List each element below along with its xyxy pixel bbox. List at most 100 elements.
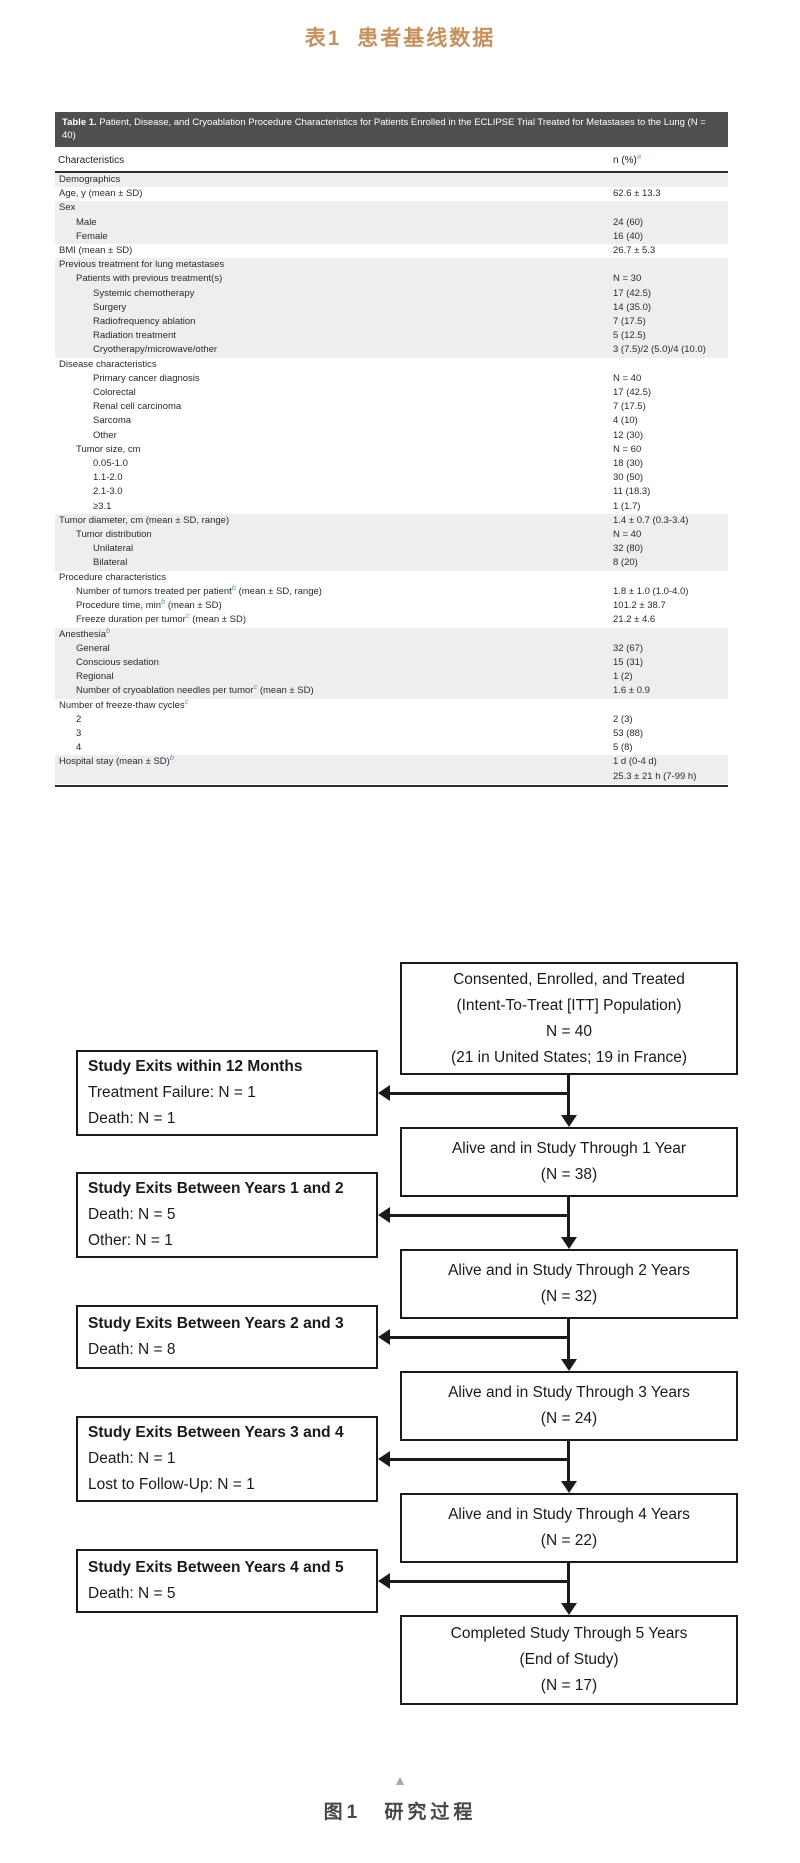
figure-caption-zh: 图1 研究过程	[323, 1802, 477, 1823]
table-row: Sex	[55, 201, 728, 216]
row-value: 3 (7.5)/2 (5.0)/4 (10.0)	[613, 344, 706, 356]
row-value: 1 (1.7)	[613, 500, 641, 512]
flow-box-line: (21 in United States; 19 in France)	[450, 1048, 688, 1066]
row-value: 8 (20)	[613, 557, 638, 569]
flow-box-line: Death: N = 8	[88, 1341, 176, 1358]
row-label: Freeze duration per tumorc (mean ± SD)	[76, 611, 247, 626]
row-label: ≥3.1	[93, 500, 112, 512]
flow-box-alive-2: Alive and in Study Through 2 Years(N = 3…	[400, 1249, 738, 1319]
row-value: 1.4 ± 0.7 (0.3-3.4)	[613, 514, 689, 526]
row-value: 1 d (0-4 d)	[613, 756, 657, 768]
row-value: 62.6 ± 13.3	[613, 188, 661, 200]
table-row: Other 12 (30)	[55, 429, 728, 443]
table-row: Hospital stay (mean ± SD)b 1 d (0-4 d)	[55, 753, 728, 770]
row-value: 5 (12.5)	[613, 330, 646, 342]
row-label: Sarcoma	[93, 415, 132, 427]
table-row: Number of freeze-thaw cyclesc	[55, 696, 728, 713]
flow-box-line: (N = 32)	[540, 1288, 598, 1305]
row-label: Number of freeze-thaw cyclesc	[59, 696, 189, 711]
flow-connector-line	[390, 1580, 569, 1583]
row-label: BMI (mean ± SD)	[59, 245, 133, 257]
table-row: 25.3 ± 21 h (7-99 h)	[55, 769, 728, 784]
collapse-triangle-icon[interactable]: ▲	[393, 1772, 407, 1788]
row-label: General	[76, 642, 110, 654]
table-row: Anesthesiab	[55, 625, 728, 642]
row-value: 17 (42.5)	[613, 387, 652, 399]
arrow-down-icon	[561, 1481, 577, 1493]
col-header-n-pct: n (%)a	[613, 152, 641, 166]
flow-box-alive-3: Alive and in Study Through 3 Years(N = 2…	[400, 1371, 738, 1441]
row-label: Age, y (mean ± SD)	[59, 188, 143, 200]
row-value: 14 (35.0)	[613, 301, 652, 313]
flow-box-line: (N = 24)	[540, 1410, 598, 1427]
row-value: 12 (30)	[613, 429, 644, 441]
flow-connector-line	[567, 1075, 570, 1116]
row-value: 1.6 ± 0.9	[613, 685, 650, 697]
flow-box-title: Study Exits Between Years 4 and 5	[88, 1559, 344, 1576]
flow-box-line: N = 40	[545, 1022, 593, 1040]
row-value: 24 (60)	[613, 216, 644, 228]
row-label: Tumor size, cm	[76, 443, 141, 455]
row-label: Tumor diameter, cm (mean ± SD, range)	[59, 514, 230, 526]
row-label: 2	[76, 713, 82, 725]
row-label: Male	[76, 216, 97, 228]
flow-box-line: Death: N = 5	[88, 1585, 176, 1602]
arrow-left-icon	[378, 1573, 390, 1589]
table-row: Number of cryoablation needles per tumor…	[55, 682, 728, 699]
row-label: Other	[93, 429, 117, 441]
row-label: 1.1-2.0	[93, 472, 123, 484]
table-row: Number of tumors treated per patientb (m…	[55, 583, 728, 599]
row-label: 0.05-1.0	[93, 458, 128, 470]
arrow-down-icon	[561, 1237, 577, 1249]
table-row: Cryotherapy/microwave/other 3 (7.5)/2 (5.…	[55, 343, 728, 358]
row-label: Previous treatment for lung metastases	[59, 259, 225, 271]
row-value: 7 (17.5)	[613, 316, 646, 328]
row-value: N = 60	[613, 443, 642, 455]
table-row: Unilateral 32 (80)	[55, 542, 728, 557]
row-label: 3	[76, 727, 82, 739]
table-row: Procedure characteristics	[55, 571, 728, 585]
row-label: Unilateral	[93, 543, 134, 555]
arrow-down-icon	[561, 1603, 577, 1615]
footnote-mark: b	[106, 625, 111, 635]
flow-connector-line	[567, 1441, 570, 1482]
table-row: Age, y (mean ± SD) 62.6 ± 13.3	[55, 187, 728, 201]
row-value: N = 30	[613, 273, 642, 285]
table-row: Disease characteristics	[55, 358, 728, 372]
row-value: 1.8 ± 1.0 (1.0-4.0)	[613, 585, 689, 597]
flow-box-title: Study Exits Between Years 3 and 4	[88, 1424, 344, 1441]
flow-box-line: (N = 22)	[540, 1532, 598, 1549]
footnote-mark: c	[184, 696, 189, 706]
flowchart: Consented, Enrolled, and Treated(Intent-…	[0, 960, 800, 1760]
row-value: 32 (80)	[613, 543, 644, 555]
row-value: 21.2 ± 4.6	[613, 614, 656, 626]
row-label: Hospital stay (mean ± SD)b	[59, 753, 174, 768]
flow-box-line: (N = 17)	[540, 1677, 598, 1694]
footnote-mark: b	[161, 596, 166, 606]
row-value: 30 (50)	[613, 472, 644, 484]
flow-box-line: Consented, Enrolled, and Treated	[453, 970, 685, 988]
flow-box-alive-1: Alive and in Study Through 1 Year(N = 38…	[400, 1127, 738, 1197]
table-title-label: Table 1.	[62, 117, 97, 128]
row-label: Conscious sedation	[76, 656, 159, 668]
table-row: ≥3.1 1 (1.7)	[55, 500, 728, 514]
footnote-mark: c	[185, 611, 190, 621]
row-label: Cryotherapy/microwave/other	[93, 344, 218, 356]
footnote-mark: c	[253, 682, 258, 692]
baseline-table: Table 1. Patient, Disease, and Cryoablat…	[55, 112, 728, 787]
arrow-left-icon	[378, 1207, 390, 1223]
flow-connector-line	[390, 1214, 569, 1217]
flow-box-line: (End of Study)	[519, 1651, 619, 1668]
